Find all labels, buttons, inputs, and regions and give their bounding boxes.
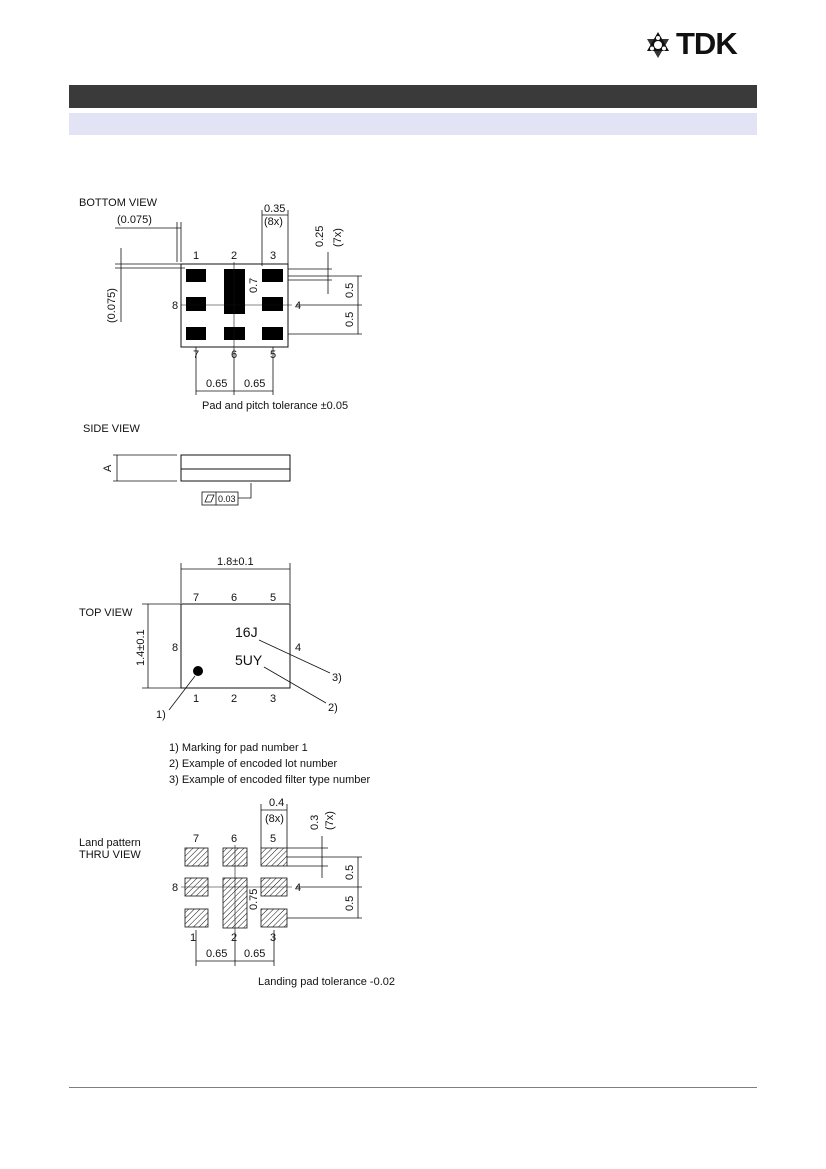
marking-line-1: 16J xyxy=(235,624,258,640)
marking-line-2: 5UY xyxy=(235,652,263,668)
tv-pin-7: 7 xyxy=(193,592,199,604)
top-view-width: 1.8±0.1 xyxy=(217,556,254,568)
tv-pin-4: 4 xyxy=(295,642,301,654)
lp-pin-1: 1 xyxy=(190,932,196,944)
bv-pin-8: 8 xyxy=(172,300,178,312)
callout-1: 1) xyxy=(156,709,166,721)
pad-1 xyxy=(186,269,206,282)
side-view-height: A xyxy=(102,464,114,472)
lp-pin-6: 6 xyxy=(231,833,237,845)
bottom-view-pitch-v1: 0.5 xyxy=(344,283,356,298)
bottom-view-pitch-h1: 0.65 xyxy=(206,378,227,390)
land-pad-1 xyxy=(184,908,209,928)
note-2: 2) Example of encoded lot number xyxy=(169,758,337,770)
tdk-logo xyxy=(647,32,669,58)
bottom-view-pitch-v2: 0.5 xyxy=(344,312,356,327)
land-pad-3 xyxy=(260,908,288,928)
bottom-view-offset-y: (0.075) xyxy=(106,288,118,323)
land-pattern: Land pattern THRU VIEW 0.4 (8x) 0.3 (7x)… xyxy=(79,797,395,988)
bottom-view-center-pad: 0.7 xyxy=(248,278,260,293)
side-view: SIDE VIEW A 0.03 xyxy=(83,423,291,506)
bottom-view: BOTTOM VIEW (0.075) (0.075) 0.35 (8x) 0.… xyxy=(79,197,362,412)
top-view-title: TOP VIEW xyxy=(79,607,133,619)
lp-pin-5: 5 xyxy=(270,833,276,845)
callout-3: 3) xyxy=(332,672,342,684)
tv-pin-1: 1 xyxy=(193,693,199,705)
lp-pin-3: 3 xyxy=(270,932,276,944)
pad-8 xyxy=(186,297,206,311)
pad-2 xyxy=(224,269,245,314)
pad-7 xyxy=(186,327,206,340)
land-tolerance: Landing pad tolerance -0.02 xyxy=(258,976,395,988)
side-view-title: SIDE VIEW xyxy=(83,423,140,435)
bottom-view-pad-height: 0.25 xyxy=(314,226,326,247)
bottom-view-pad-height-count: (7x) xyxy=(332,228,344,247)
tdk-logo-mark xyxy=(647,32,669,58)
tv-pin-3: 3 xyxy=(270,693,276,705)
note-3: 3) Example of encoded filter type number xyxy=(169,774,371,786)
bottom-view-pitch-h2: 0.65 xyxy=(244,378,265,390)
bv-pin-4: 4 xyxy=(295,300,301,312)
subheader-bar xyxy=(69,113,757,135)
lp-pin-8: 8 xyxy=(172,882,178,894)
bottom-view-title: BOTTOM VIEW xyxy=(79,197,158,209)
bottom-view-pad-width: 0.35 xyxy=(264,203,285,215)
tv-pin-8: 8 xyxy=(172,642,178,654)
tv-pin-5: 5 xyxy=(270,592,276,604)
land-pad-width: 0.4 xyxy=(269,797,284,809)
header-bar xyxy=(69,85,757,108)
land-pattern-title-2: THRU VIEW xyxy=(79,849,141,861)
pad-3 xyxy=(262,269,283,282)
bv-pin-2: 2 xyxy=(231,250,237,262)
pin1-marker-dot xyxy=(193,666,203,676)
land-pitch-h2: 0.65 xyxy=(244,948,265,960)
brand-name: TDK xyxy=(676,26,738,61)
bottom-view-tolerance: Pad and pitch tolerance ±0.05 xyxy=(202,400,348,412)
land-pad-5 xyxy=(260,847,288,867)
top-view: TOP VIEW 1.8±0.1 1.4±0.1 7 6 5 8 4 1 2 3… xyxy=(79,556,371,786)
bottom-view-offset-x: (0.075) xyxy=(117,214,152,226)
callout-2: 2) xyxy=(328,702,338,714)
land-pad-width-count: (8x) xyxy=(265,813,284,825)
bv-pin-1: 1 xyxy=(193,250,199,262)
tv-pin-2: 2 xyxy=(231,693,237,705)
land-pad-7 xyxy=(184,847,209,867)
land-pattern-title-1: Land pattern xyxy=(79,837,141,849)
land-pitch-v1: 0.5 xyxy=(344,865,356,880)
pad-5 xyxy=(262,327,283,340)
land-pitch-v2: 0.5 xyxy=(344,896,356,911)
land-pitch-h1: 0.65 xyxy=(206,948,227,960)
lp-pin-4: 4 xyxy=(295,882,301,894)
pad-4 xyxy=(262,297,283,311)
flatness-icon xyxy=(204,494,215,503)
land-center-pad: 0.75 xyxy=(248,889,260,910)
top-view-height: 1.4±0.1 xyxy=(135,629,147,666)
bottom-view-pad-width-count: (8x) xyxy=(264,216,283,228)
land-pad-height: 0.3 xyxy=(309,815,321,830)
land-pad-height-count: (7x) xyxy=(324,811,336,830)
side-view-flatness: 0.03 xyxy=(218,494,236,504)
lp-pin-2: 2 xyxy=(231,932,237,944)
bv-pin-3: 3 xyxy=(270,250,276,262)
footer-rule xyxy=(69,1087,757,1088)
note-1: 1) Marking for pad number 1 xyxy=(169,742,308,754)
lp-pin-7: 7 xyxy=(193,833,199,845)
pad-6 xyxy=(224,327,245,340)
tv-pin-6: 6 xyxy=(231,592,237,604)
